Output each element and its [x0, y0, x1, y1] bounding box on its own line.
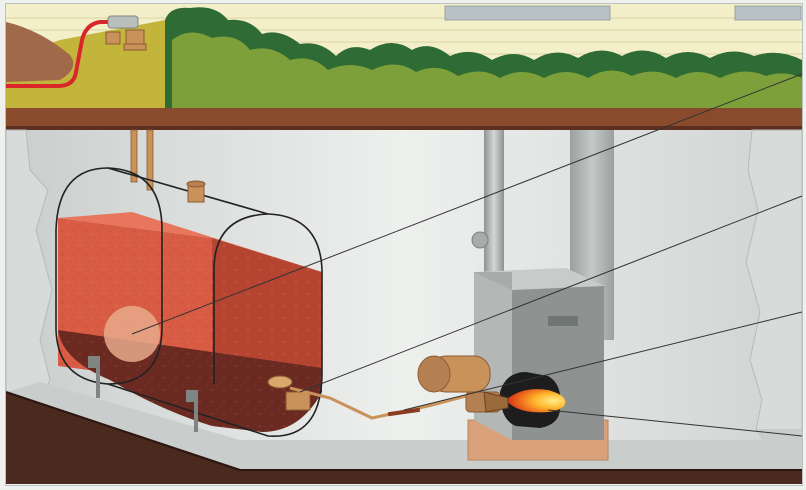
tank-leg — [96, 368, 100, 398]
outdoor-scene — [6, 4, 802, 108]
vent-pipe-cap — [126, 30, 144, 44]
tank-top-fitting-cap — [187, 181, 205, 187]
oil-filter-bowl — [286, 392, 310, 410]
basement — [6, 130, 802, 484]
flue-pipe — [484, 130, 504, 272]
oil-filter-valve — [268, 376, 292, 388]
fill-nozzle — [108, 16, 138, 28]
tank-leg — [194, 402, 198, 432]
tank-leg — [186, 390, 198, 402]
fill-pipe-cap — [106, 32, 120, 44]
basement-window — [735, 6, 801, 20]
furnace — [468, 268, 608, 460]
vent-pipe-top — [124, 44, 146, 50]
basement-window — [445, 6, 610, 20]
flue-damper — [472, 232, 488, 248]
tank-leg — [88, 356, 100, 368]
burner-blower-end — [418, 356, 450, 392]
ground-soil-edge — [6, 126, 802, 130]
furnace-vent-slot — [548, 316, 578, 326]
